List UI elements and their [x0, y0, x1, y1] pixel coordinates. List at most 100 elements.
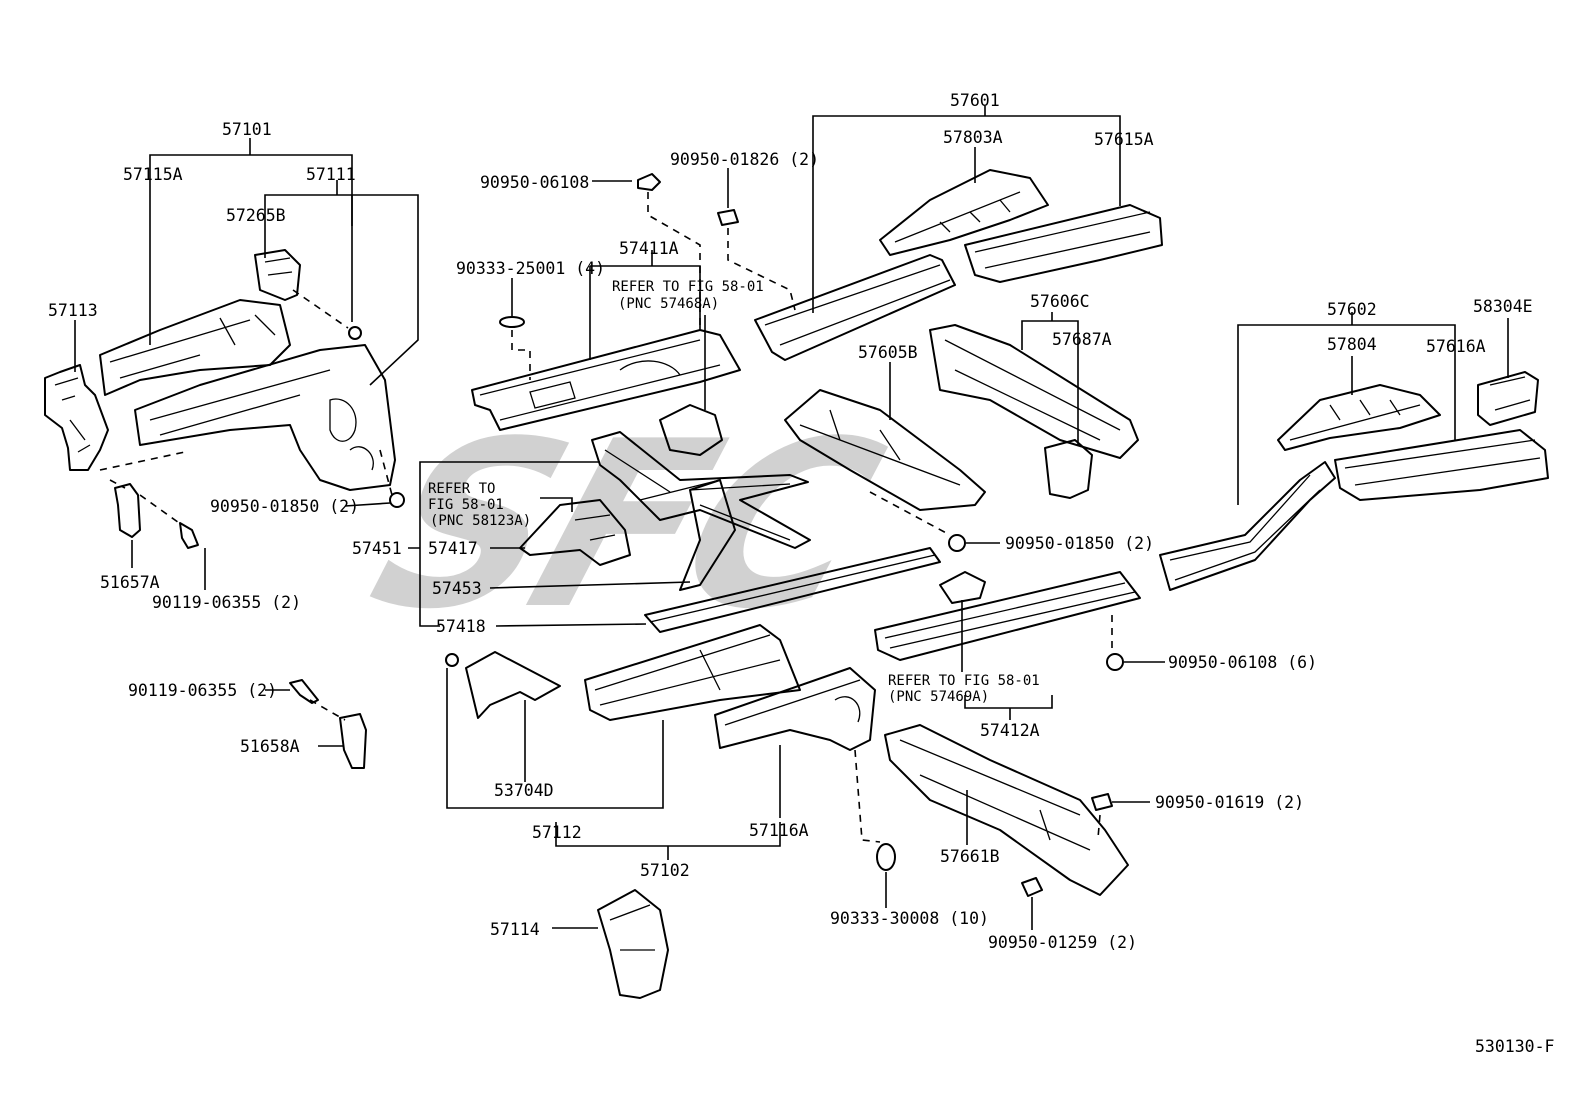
label-refer-c-1: REFER TO FIG 58-01 — [888, 673, 1040, 689]
part-57116a-member — [714, 667, 876, 751]
label-57661b: 57661B — [940, 847, 1000, 866]
part-51657a-bracket — [114, 483, 141, 538]
label-57602: 57602 — [1327, 300, 1377, 319]
bolt-57111 — [348, 326, 362, 340]
label-57265b: 57265B — [226, 206, 286, 225]
label-57112: 57112 — [532, 823, 582, 842]
callout-labels: 57101 57115A 57111 57265B 57113 90950-01… — [48, 91, 1554, 1056]
grommet-90950-01619 — [1091, 793, 1113, 811]
label-57616a: 57616A — [1426, 337, 1486, 356]
label-58304e: 58304E — [1473, 297, 1533, 316]
label-57601: 57601 — [950, 91, 1000, 110]
leader-57101 — [149, 138, 353, 226]
leader-57418 — [495, 623, 647, 627]
part-57111-member — [134, 344, 396, 491]
plug-90333-30008 — [876, 843, 896, 871]
part-57469a — [939, 571, 986, 604]
part-57616a — [1334, 429, 1549, 501]
part-57601-rail — [754, 254, 956, 361]
leader-57102 — [555, 822, 781, 860]
part-57412a-rail — [874, 571, 1141, 661]
label-90333-30008: 90333-30008 (10) — [830, 909, 989, 928]
bolt-90119-a — [179, 522, 199, 549]
part-58304e — [1477, 371, 1539, 426]
label-57606c: 57606C — [1030, 292, 1090, 311]
label-57451: 57451 — [352, 539, 402, 558]
part-57418 — [644, 547, 941, 633]
label-57615a: 57615A — [1094, 130, 1154, 149]
label-57803a: 57803A — [943, 128, 1003, 147]
part-57606c — [929, 324, 1139, 459]
part-57115a-panel — [99, 299, 291, 396]
leader-57111 — [264, 180, 419, 386]
bolt-90119-b — [289, 679, 319, 704]
part-57605b — [784, 389, 986, 511]
dash-57111 — [292, 289, 349, 329]
grommet-90950-01850-a — [389, 492, 405, 508]
dash-51657a — [99, 449, 393, 526]
part-57615a — [964, 204, 1163, 283]
leader-57412a — [964, 695, 1053, 720]
label-refer-b-1: REFER TO — [428, 481, 495, 497]
leader-90950-01850-a — [344, 502, 391, 507]
label-57412a: 57412A — [980, 721, 1040, 740]
dash-90333-30008 — [854, 749, 881, 843]
plug-90333-25001 — [499, 316, 525, 328]
label-90950-01826: 90950-01826 (2) — [670, 150, 819, 169]
label-57114: 57114 — [490, 920, 540, 939]
label-90950-01619: 90950-01619 (2) — [1155, 793, 1304, 812]
label-90950-06108-b: 90950-06108 (6) — [1168, 653, 1317, 672]
label-57113: 57113 — [48, 301, 98, 320]
part-57417 — [519, 499, 631, 566]
label-90950-01259: 90950-01259 (2) — [988, 933, 1137, 952]
label-51658a: 51658A — [240, 737, 300, 756]
grommet-90950-01259 — [1021, 877, 1043, 897]
part-57113-bracket — [44, 364, 109, 471]
leader-57602 — [1237, 312, 1456, 505]
label-57687a: 57687A — [1052, 330, 1112, 349]
grommet-90950-01850-b — [948, 534, 966, 552]
label-refer-b-3: (PNC 58123A) — [430, 513, 531, 529]
label-90119-06355-b: 90119-06355 (2) — [128, 681, 277, 700]
label-51657a: 51657A — [100, 573, 160, 592]
label-90333-25001: 90333-25001 (4) — [456, 259, 605, 278]
leader-57606c — [1021, 312, 1079, 445]
part-57451-crossmember — [591, 431, 811, 549]
part-51658a-bracket — [339, 713, 367, 769]
leader-57453 — [489, 581, 691, 589]
part-57468a — [659, 404, 723, 456]
label-57116a: 57116A — [749, 821, 809, 840]
part-57114-bracket — [597, 889, 669, 999]
label-90950-01850-b: 90950-01850 (2) — [1005, 534, 1154, 553]
label-57804: 57804 — [1327, 335, 1377, 354]
grommet-90950-06108-a — [637, 173, 661, 191]
label-57418: 57418 — [436, 617, 486, 636]
dash-90333-25001 — [511, 330, 531, 380]
leader-57451 — [408, 461, 600, 627]
dash-51658a — [309, 699, 346, 721]
part-57804 — [1277, 384, 1441, 451]
part-57411a-rail — [471, 329, 741, 431]
part-57803a — [879, 169, 1049, 256]
label-57115a: 57115A — [123, 165, 183, 184]
label-57417: 57417 — [428, 539, 478, 558]
label-57411a: 57411A — [619, 239, 679, 258]
dash-57605b — [869, 491, 951, 536]
part-57112-member — [584, 624, 801, 721]
leader-57601 — [812, 106, 1121, 313]
label-57101: 57101 — [222, 120, 272, 139]
leader-refer-b — [540, 497, 573, 512]
part-57687a — [1044, 439, 1093, 499]
dash-90950-06108-a — [647, 192, 701, 330]
part-57265b-bracket — [254, 249, 301, 301]
dash-90950-01826 — [727, 228, 796, 311]
leader-57112 — [446, 668, 664, 809]
label-57605b: 57605B — [858, 343, 918, 362]
dash-90950-01619 — [1097, 814, 1101, 839]
label-57102: 57102 — [640, 861, 690, 880]
label-57453: 57453 — [432, 579, 482, 598]
part-57661b-member — [884, 724, 1129, 896]
label-refer-a-1: REFER TO FIG 58-01 — [612, 279, 764, 295]
grommet-90950-06108-b — [1106, 653, 1124, 671]
